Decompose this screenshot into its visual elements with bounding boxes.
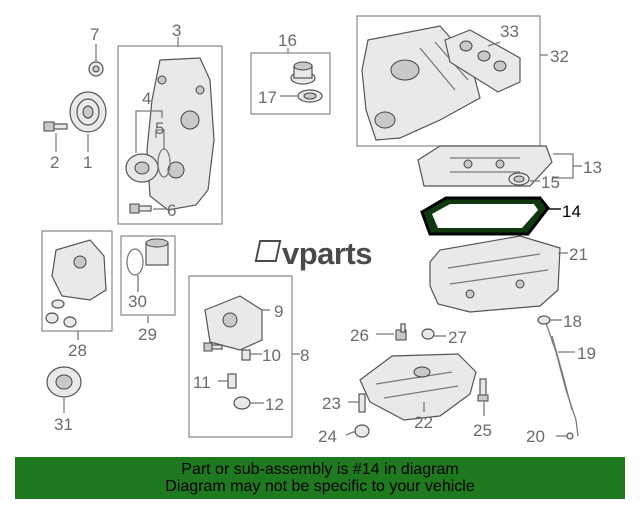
vparts-watermark-logo: vparts [254,236,373,272]
drain-bolt[interactable] [395,323,407,341]
callout-17: 17 [258,88,277,107]
upper-oil-pan[interactable] [429,235,561,313]
relief-valve-pin[interactable] [227,373,237,389]
timing-chain-cover[interactable] [146,57,215,211]
oil-pan-bolt[interactable] [477,378,489,402]
watermark-text: vparts [282,236,373,271]
lower-oil-pan[interactable] [359,353,477,421]
callout-27: 27 [448,328,467,347]
callout-28: 28 [68,341,87,360]
intake-manifold-gasket[interactable] [444,29,521,93]
callout-15: 15 [541,173,560,192]
oil-pump-small-bolt[interactable] [241,349,251,361]
callout-7: 7 [90,25,99,44]
callout-20: 20 [526,427,545,446]
oil-filter-element[interactable] [145,238,169,266]
callout-32: 32 [550,47,569,66]
callout-16: 16 [278,31,297,50]
dipstick-o-ring[interactable] [566,432,574,440]
drain-gasket[interactable] [421,328,435,340]
water-pump[interactable] [125,153,159,183]
callout-14: 14 [562,202,581,221]
oil-pan-drain-plug[interactable] [354,424,370,438]
callout-24: 24 [318,427,337,446]
callout-9: 9 [274,302,283,321]
callout-11: 11 [193,373,211,392]
callout-1: 1 [83,153,92,172]
leader-lines [55,37,582,437]
callout-5: 5 [155,119,164,138]
callout-3: 3 [172,21,181,40]
callout-26: 26 [350,326,369,345]
callout-8: 8 [300,346,309,365]
callout-2: 2 [50,153,59,172]
pulley-bolt[interactable] [43,121,68,132]
callout-18: 18 [563,312,582,331]
dipstick-guide[interactable] [551,335,573,411]
filler-cap-gasket[interactable] [297,89,323,103]
callout-13: 13 [583,158,602,177]
dipstick[interactable] [537,315,579,437]
group-box-oil-pump [188,275,293,438]
callout-25: 25 [473,421,492,440]
vparts-logo-icon [254,240,282,262]
valve-cover-seal[interactable] [508,172,530,186]
callout-4: 4 [142,89,151,108]
callout-33: 33 [500,22,519,41]
callout-6: 6 [167,201,176,220]
callout-22: 22 [414,413,433,432]
callout-19: 19 [577,344,596,363]
callout-31: 31 [54,415,73,434]
group-box-timing-cover [117,45,223,225]
parts-diagram: 1 2 3 4 5 6 7 8 9 10 11 12 13 14 15 16 1… [41,15,602,446]
callout-21: 21 [569,245,588,264]
info-banner: Part or sub-assembly is #14 in diagram D… [15,457,625,499]
callout-10: 10 [262,346,281,365]
oil-pump-bolt[interactable] [203,342,223,352]
oil-filter-bracket[interactable] [51,239,107,301]
callout-29: 29 [138,325,157,344]
group-box-oil-filter-bracket [41,230,113,332]
callout-12: 12 [265,395,284,414]
banner-line-1: Part or sub-assembly is #14 in diagram [181,461,459,478]
callout-23: 23 [322,394,341,413]
oil-filter-o-ring[interactable] [126,248,144,276]
oil-pump[interactable] [204,295,263,351]
callout-30: 30 [128,292,147,311]
bracket-o-rings[interactable] [45,299,77,328]
front-oil-seal[interactable] [88,61,104,77]
cover-bolt[interactable] [129,203,152,214]
drain-plug-washer[interactable] [233,396,251,410]
crank-pulley[interactable] [69,91,107,133]
group-box-oil-filter [120,235,176,316]
banner-line-2: Diagram may not be specific to your vehi… [165,478,475,495]
oil-filler-cap[interactable] [290,61,316,85]
callout-numbers: 1 2 3 4 5 6 7 8 9 10 11 12 13 14 15 16 1… [50,21,602,446]
valve-cover[interactable] [417,145,553,187]
stud-bolt[interactable] [358,393,366,413]
oil-pan-gasket-highlighted[interactable] [420,196,550,236]
group-box-oil-filler-cap [250,52,331,115]
idler-pulley[interactable] [46,366,82,398]
